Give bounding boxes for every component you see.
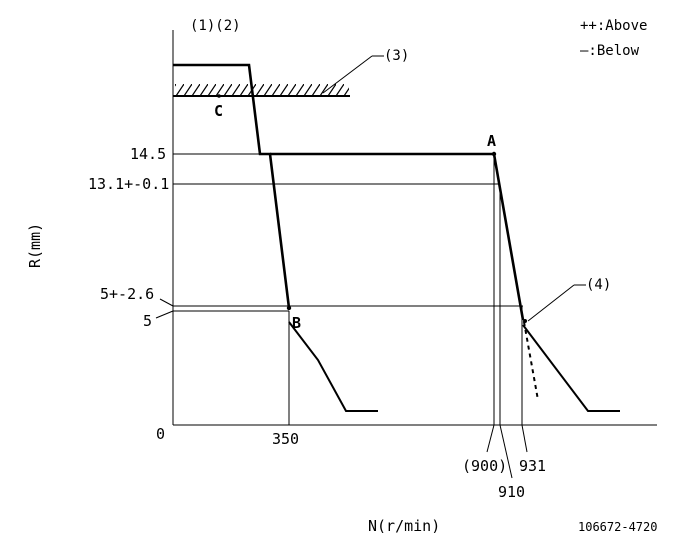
point-c-label: C (214, 102, 223, 120)
ref-numbers: (1)(2) (190, 18, 241, 34)
x-tick-931: 931 (519, 457, 546, 475)
point-4-dot (523, 319, 527, 323)
tick-900-leader (486, 424, 495, 453)
point-c-dot (217, 94, 221, 98)
callout-4-leader (527, 284, 575, 322)
legend-above: ++:Above (580, 18, 647, 34)
y-tick-5: 5 (143, 312, 152, 330)
y-tick-13-1: 13.1+-0.1 (88, 175, 169, 193)
curve-left (173, 63, 291, 309)
curve-right-tail (522, 324, 620, 412)
x-tick-910: 910 (498, 483, 525, 501)
point-a-label: A (487, 132, 496, 150)
legend-below: —:Below (580, 43, 640, 59)
x-axis-label: N(r/min) (368, 517, 440, 535)
point-b-dot (286, 305, 292, 311)
tick-910-leader (499, 424, 513, 479)
x-tick-900: (900) (462, 457, 507, 475)
y-tick-5-tol: 5+-2.6 (100, 285, 154, 303)
drawing-number: 106672-4720 (578, 520, 657, 534)
curve-plateau (270, 152, 525, 321)
y-tick-14-5: 14.5 (130, 145, 166, 163)
callout-3-leader (322, 55, 373, 94)
tick-5-leader (155, 310, 174, 319)
tick-5-tol-leader (159, 298, 174, 307)
curve-right-dashed (523, 321, 539, 401)
origin-label: 0 (156, 425, 165, 443)
stopper-hatch (175, 84, 349, 96)
point-b-label: B (292, 314, 301, 332)
x-tick-350: 350 (272, 430, 299, 448)
tick-931-leader (521, 424, 528, 453)
curve-left-tail (288, 321, 378, 412)
callout-3: (3) (384, 48, 409, 64)
y-axis-label: R(mm) (26, 223, 44, 268)
callout-4: (4) (586, 277, 611, 293)
